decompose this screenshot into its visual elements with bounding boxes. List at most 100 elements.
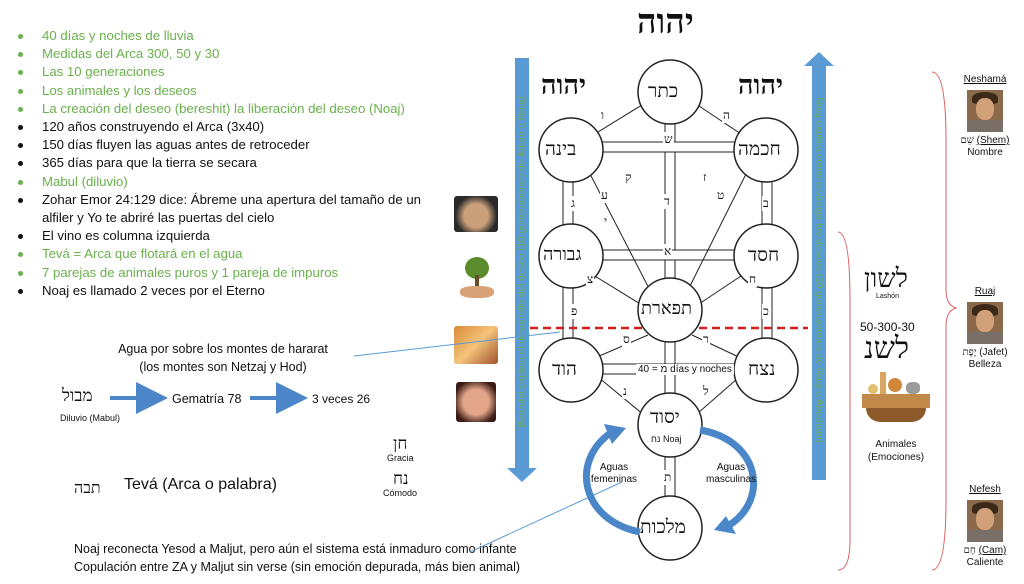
yesod-label: יסוד: [650, 406, 680, 428]
note-item: 40 días y noches de lluvia: [14, 27, 454, 45]
path-letter: ה: [722, 108, 731, 123]
lashon-hebrew-alt: לשנ: [864, 331, 910, 366]
cam-portrait: [967, 500, 1003, 542]
maljut-label: מלכות: [640, 516, 686, 538]
aguas-femeninas-label: Aguas femeninas: [590, 462, 638, 485]
bullet-icon: [18, 197, 23, 203]
bullet-icon: [18, 143, 23, 149]
bullet-icon: [18, 125, 23, 131]
lashon-label: Lashón: [876, 293, 899, 300]
note-text: Los animales y los deseos: [42, 82, 197, 98]
note-item: Noaj es llamado 2 veces por el Eterno: [14, 282, 454, 300]
soul-name-line: שֵׁם (Shem): [950, 135, 1020, 147]
bullet-icon: [18, 70, 23, 76]
left-arrow-text: Bereshit explica el desarrollo del deseo…: [516, 96, 528, 428]
aguas-masculinas-arrow: [699, 426, 758, 529]
soul-title: Ruaj: [974, 286, 996, 297]
jojma-label: חכמה: [738, 138, 781, 160]
gematria-label: Gematría 78: [172, 392, 242, 406]
netzaj-label: נצח: [748, 358, 776, 380]
soul-ruaj: Ruaj יֶפֶת (Jafet) Belleza: [950, 286, 1020, 371]
bullet-icon: [18, 34, 23, 39]
lashon-numbers: 50-300-30: [860, 320, 915, 334]
note-text: Mabul (diluvio): [42, 173, 128, 189]
note-text: Tevá = Arca que flotará en el agua: [42, 246, 243, 262]
path-letter: ת: [663, 470, 673, 485]
note-item: 365 días para que la tierra se secara: [14, 154, 454, 172]
yesod-sub-label: נח Noaj: [651, 434, 682, 444]
path-letter: ע: [600, 188, 609, 203]
note-item: Medidas del Arca 300, 50 y 30: [14, 45, 454, 63]
note-item: 150 días fluyen las aguas antes de retro…: [14, 136, 454, 154]
right-bracket-small: [837, 231, 851, 571]
soul-name-line: יֶפֶת (Jafet): [950, 347, 1020, 359]
path-letter: ט: [716, 188, 726, 203]
aguas-masculinas-arrowhead: [714, 516, 736, 534]
jen-label: Gracia: [387, 453, 414, 463]
teva-label: Tevá (Arca o palabra): [124, 476, 277, 493]
path-letter: ג: [570, 196, 576, 211]
right-arrow-text: Noaj explica como restringir los deseos …: [813, 97, 825, 443]
naj-hebrew: נח: [393, 469, 409, 489]
bullet-icon: [18, 270, 23, 276]
path-letter: א: [663, 244, 673, 259]
jafet-portrait: [967, 302, 1003, 344]
note-item: La creación del deseo (bereshit) la libe…: [14, 100, 454, 118]
soul-name: (Jafet): [979, 347, 1008, 358]
gevura-label: גבורה: [543, 244, 582, 265]
bullet-icon: [18, 252, 23, 258]
keter-label: כתר: [648, 80, 679, 102]
agua-note-line2: (los montes son Netzaj y Hod): [139, 360, 307, 374]
shem-portrait: [967, 90, 1003, 132]
soul-hebrew: שֵׁם: [960, 135, 974, 146]
gematria-result: 3 veces 26: [312, 392, 371, 406]
note-item: Tevá = Arca que flotará en el agua: [14, 245, 454, 263]
soul-nefesh: Nefesh חָם (Cam) Caliente: [950, 484, 1020, 569]
path-letter: ר: [702, 332, 710, 347]
right-arrow-shaft: [812, 66, 826, 480]
aguas-femeninas-arrow: [582, 429, 641, 536]
path-letter: צ: [586, 272, 595, 287]
soul-meaning: Belleza: [968, 359, 1002, 370]
bullet-icon: [18, 88, 23, 94]
soul-meaning: Caliente: [966, 557, 1004, 568]
sefirot-circles: [538, 59, 799, 561]
aguas-masculinas-label: Aguas masculinas: [705, 462, 757, 485]
path-letter: ק: [624, 170, 633, 185]
mem-note: מ = 40 días y noches: [636, 364, 734, 375]
right-arrow-head: [804, 52, 834, 66]
soul-title: Nefesh: [969, 484, 1001, 495]
path-letter: כ: [762, 304, 770, 319]
bottom-note-line2: Copulación entre ZA y Maljut sin verse (…: [74, 560, 521, 574]
water-hand-image: [454, 326, 498, 364]
note-item: 7 parejas de animales puros y 1 pareja d…: [14, 264, 454, 282]
left-arrow-shaft: [515, 58, 529, 468]
jesed-label: חסד: [748, 244, 780, 266]
animales-label: Animales (Emociones): [856, 438, 936, 464]
note-text: 40 días y noches de lluvia: [42, 28, 194, 43]
note-item: 120 años construyendo el Arca (3x40): [14, 118, 454, 136]
bullet-icon: [18, 179, 23, 185]
noaj-connector-line: [469, 481, 623, 553]
bina-label: בינה: [545, 138, 577, 160]
bullet-icon: [18, 161, 23, 167]
note-item: Zohar Emor 24:129 dice: Ábreme una apert…: [14, 191, 454, 227]
embryo-image: [456, 382, 496, 422]
mabul-hebrew: מבול: [62, 386, 93, 406]
path-letter: נ: [622, 384, 628, 399]
aguas-femeninas-arrowhead: [604, 424, 626, 444]
soul-name-line: חָם (Cam): [950, 545, 1020, 557]
agua-note-line1: Agua por sobre los montes de hararat: [118, 342, 328, 356]
note-text: Las 10 generaciones: [42, 64, 165, 80]
path-letter: ש: [663, 132, 674, 147]
hands-seeds-image: [454, 196, 498, 232]
path-letter: ז: [702, 170, 708, 185]
path-letter: ב: [762, 196, 770, 211]
soul-neshama: Neshamá שֵׁם (Shem) Nombre: [950, 74, 1020, 159]
right-bracket-large: [931, 71, 958, 571]
path-letter: ל: [702, 384, 710, 399]
path-letter: ד: [663, 194, 671, 209]
note-text: Noaj es llamado 2 veces por el Eterno: [42, 282, 265, 298]
bullet-icon: [18, 288, 23, 294]
